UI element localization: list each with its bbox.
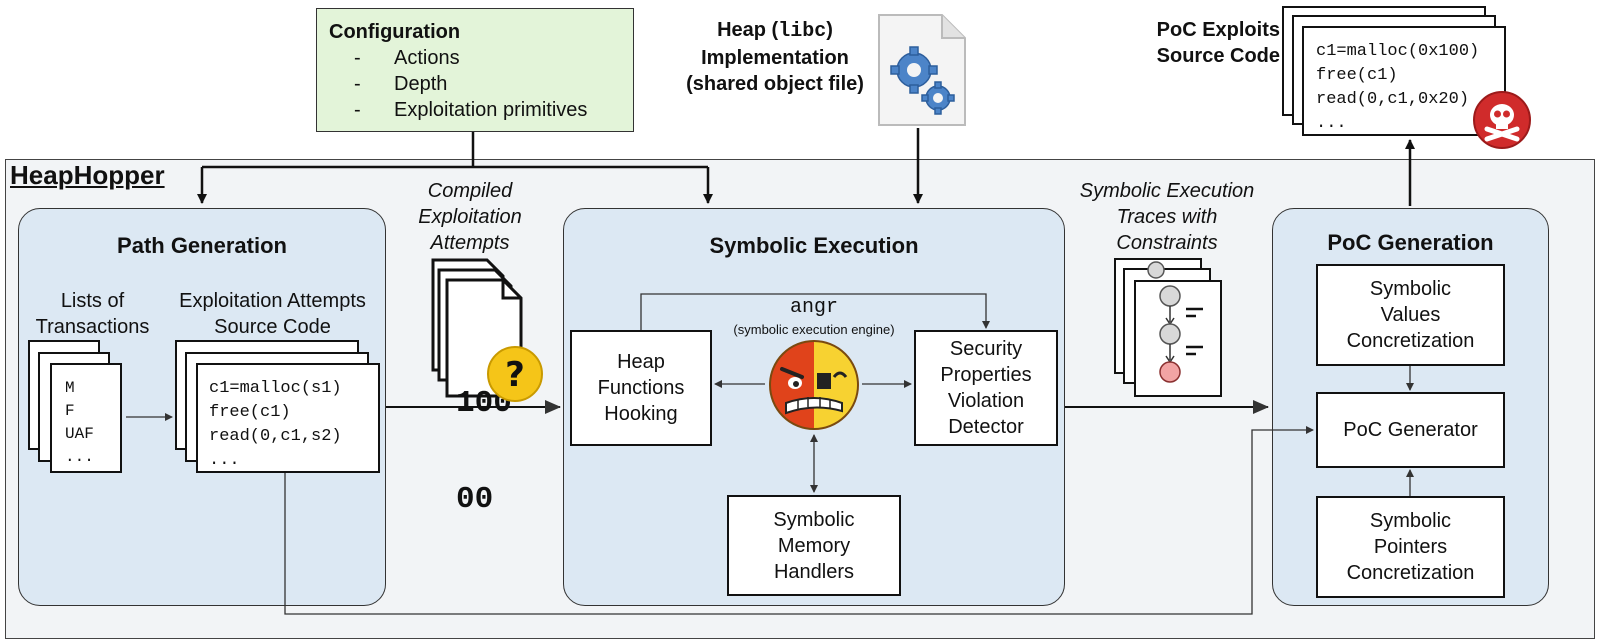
configuration-title: Configuration	[329, 21, 461, 43]
configuration-item: -Exploitation primitives	[354, 99, 588, 121]
configuration-item: -Actions	[354, 47, 460, 69]
code-line: read(0,c1,s2)	[209, 427, 342, 446]
code-line: free(c1)	[209, 403, 291, 422]
execution-trace-stack-icon	[1110, 256, 1230, 406]
lists-of-transactions-label: Lists of Transactions	[35, 290, 150, 338]
path-generation-title: Path Generation	[117, 233, 287, 258]
question-mark-icon: ?	[486, 345, 544, 403]
configuration-box: Configuration -Actions -Depth -Exploitat…	[316, 8, 634, 132]
heap-implementation-label: Heap (libc) Implementation (shared objec…	[686, 19, 864, 95]
gears-file-icon	[876, 12, 968, 128]
transaction-item: F	[65, 402, 75, 420]
svg-text:?: ?	[505, 355, 525, 395]
symbolic-execution-title: Symbolic Execution	[709, 233, 919, 258]
angr-mascot-icon	[768, 339, 860, 431]
symbolic-pointers-concretization-box: Symbolic Pointers Concretization	[1316, 496, 1505, 598]
poc-exploits-label: PoC Exploits Source Code	[1156, 19, 1280, 67]
skull-crossbones-icon	[1472, 90, 1532, 150]
exploitation-attempts-label: Exploitation Attempts Source Code	[179, 290, 366, 338]
transaction-item: M	[65, 379, 75, 397]
security-violation-detector-box: Security Properties Violation Detector	[914, 330, 1058, 446]
poc-exploit-paper-front: c1=malloc(0x100) free(c1) read(0,c1,0x20…	[1302, 26, 1506, 136]
traces-label: Symbolic Execution Traces with Constrain…	[1079, 180, 1255, 254]
heaphopper-title: HeapHopper	[10, 160, 165, 190]
transactions-paper-front: M F UAF ...	[50, 363, 122, 473]
code-line: c1=malloc(s1)	[209, 379, 342, 398]
symbolic-values-concretization-box: Symbolic Values Concretization	[1316, 264, 1505, 366]
code-line: free(c1)	[1316, 66, 1398, 85]
transaction-item: UAF	[65, 425, 94, 443]
attempts-paper-front: c1=malloc(s1) free(c1) read(0,c1,s2) ...	[196, 363, 380, 473]
code-line: ...	[209, 451, 240, 470]
code-line: read(0,c1,0x20)	[1316, 90, 1470, 109]
configuration-item: -Depth	[354, 73, 448, 95]
transaction-item: ...	[65, 448, 94, 466]
symbolic-memory-handlers-box: Symbolic Memory Handlers	[727, 495, 901, 596]
poc-generation-title: PoC Generation	[1327, 230, 1494, 255]
code-line: ...	[1316, 114, 1347, 133]
code-line: c1=malloc(0x100)	[1316, 42, 1480, 61]
compiled-attempts-label: Compiled Exploitation Attempts	[418, 180, 522, 254]
heap-functions-hooking-box: Heap Functions Hooking	[570, 330, 712, 446]
poc-generator-box: PoC Generator	[1316, 392, 1505, 468]
angr-engine-name: angr	[789, 296, 838, 319]
